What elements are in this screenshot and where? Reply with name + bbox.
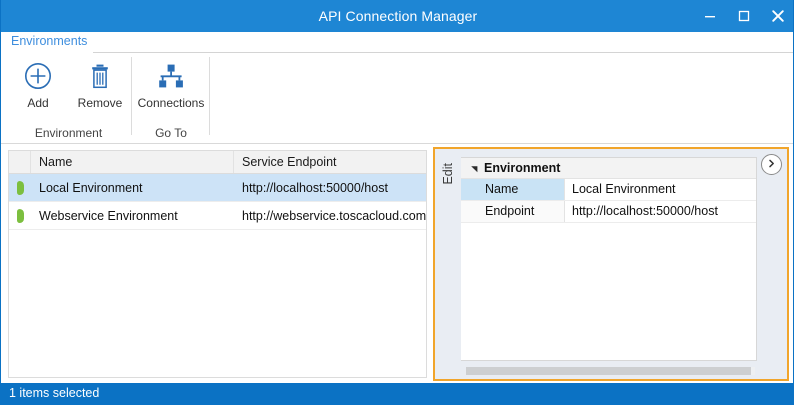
property-name-label: Endpoint xyxy=(461,201,565,222)
row-endpoint-cell: http://webservice.toscacloud.com xyxy=(242,208,426,223)
row-indicator-cell xyxy=(9,208,31,223)
row-endpoint-cell: http://localhost:50000/host xyxy=(242,180,388,195)
remove-button-label: Remove xyxy=(77,96,123,110)
row-name-cell: Webservice Environment xyxy=(39,208,178,223)
property-category-label: Environment xyxy=(484,161,561,175)
trash-icon xyxy=(85,59,115,93)
status-bar: 1 items selected xyxy=(1,383,793,404)
property-category-header[interactable]: Environment xyxy=(461,158,756,179)
ribbon-body: Add Remove Env xyxy=(1,53,793,144)
add-button-label: Add xyxy=(27,96,49,110)
property-grid[interactable]: Environment Name Local Environment Endpo… xyxy=(461,157,757,361)
property-grid-hscrollbar[interactable] xyxy=(461,365,757,376)
status-text: 1 items selected xyxy=(9,386,100,400)
environments-grid[interactable]: Name Service Endpoint Local Environment … xyxy=(8,150,427,378)
collapse-triangle-icon[interactable] xyxy=(469,163,479,173)
chevron-right-icon xyxy=(766,156,777,174)
property-name-label: Name xyxy=(461,179,565,200)
add-button[interactable]: Add xyxy=(7,53,69,110)
edit-panel-tab-label: Edit xyxy=(441,163,455,185)
plus-circle-icon xyxy=(23,59,53,93)
edit-panel: Edit Environment Name xyxy=(433,147,789,381)
window-controls xyxy=(693,0,793,32)
minimize-icon xyxy=(704,10,716,22)
property-row-endpoint[interactable]: Endpoint http://localhost:50000/host xyxy=(461,201,756,223)
edit-panel-inner: Environment Name Local Environment Endpo… xyxy=(461,149,787,379)
grid-column-name[interactable]: Name xyxy=(31,151,234,173)
ribbon-tab-underline xyxy=(93,52,793,53)
connections-icon xyxy=(156,59,186,93)
table-row[interactable]: Local Environment http://localhost:50000… xyxy=(9,174,426,202)
maximize-icon xyxy=(738,10,750,22)
title-bar: API Connection Manager xyxy=(1,0,793,32)
close-button[interactable] xyxy=(761,0,793,32)
close-icon xyxy=(771,9,785,23)
grid-column-service-endpoint[interactable]: Service Endpoint xyxy=(242,155,337,169)
environment-leaf-icon xyxy=(16,208,24,223)
environment-leaf-icon xyxy=(16,180,24,195)
connections-button-label: Connections xyxy=(137,96,205,110)
tab-environments[interactable]: Environments xyxy=(7,32,96,50)
connections-button[interactable]: Connections xyxy=(137,53,205,110)
edit-panel-tab[interactable]: Edit xyxy=(435,149,461,379)
property-row-name[interactable]: Name Local Environment xyxy=(461,179,756,201)
property-value-name[interactable]: Local Environment xyxy=(565,179,756,200)
row-indicator-cell xyxy=(9,180,31,195)
table-row[interactable]: Webservice Environment http://webservice… xyxy=(9,202,426,230)
grid-empty-area xyxy=(9,230,426,377)
ribbon-group-environment: Add Remove Env xyxy=(5,53,132,143)
ribbon-group-goto-label: Go To xyxy=(155,126,187,140)
minimize-button[interactable] xyxy=(693,0,727,32)
ribbon-group-environment-label: Environment xyxy=(34,126,103,140)
row-name-cell: Local Environment xyxy=(39,180,143,195)
ribbon-group-goto: Connections Go To xyxy=(132,53,210,143)
collapse-panel-button[interactable] xyxy=(761,154,782,175)
main-content: Name Service Endpoint Local Environment … xyxy=(1,144,793,384)
window-title: API Connection Manager xyxy=(318,8,478,24)
grid-column-indicator[interactable] xyxy=(9,151,31,173)
scrollbar-thumb[interactable] xyxy=(466,367,751,375)
remove-button[interactable]: Remove xyxy=(69,53,131,110)
maximize-button[interactable] xyxy=(727,0,761,32)
property-value-endpoint[interactable]: http://localhost:50000/host xyxy=(565,201,756,222)
ribbon: Environments Add xyxy=(1,32,793,144)
ribbon-group-separator xyxy=(131,57,132,135)
ribbon-group-separator xyxy=(209,57,210,135)
grid-header-row: Name Service Endpoint xyxy=(9,151,426,174)
ribbon-tab-strip: Environments xyxy=(1,32,793,53)
property-grid-empty-area xyxy=(461,223,756,360)
